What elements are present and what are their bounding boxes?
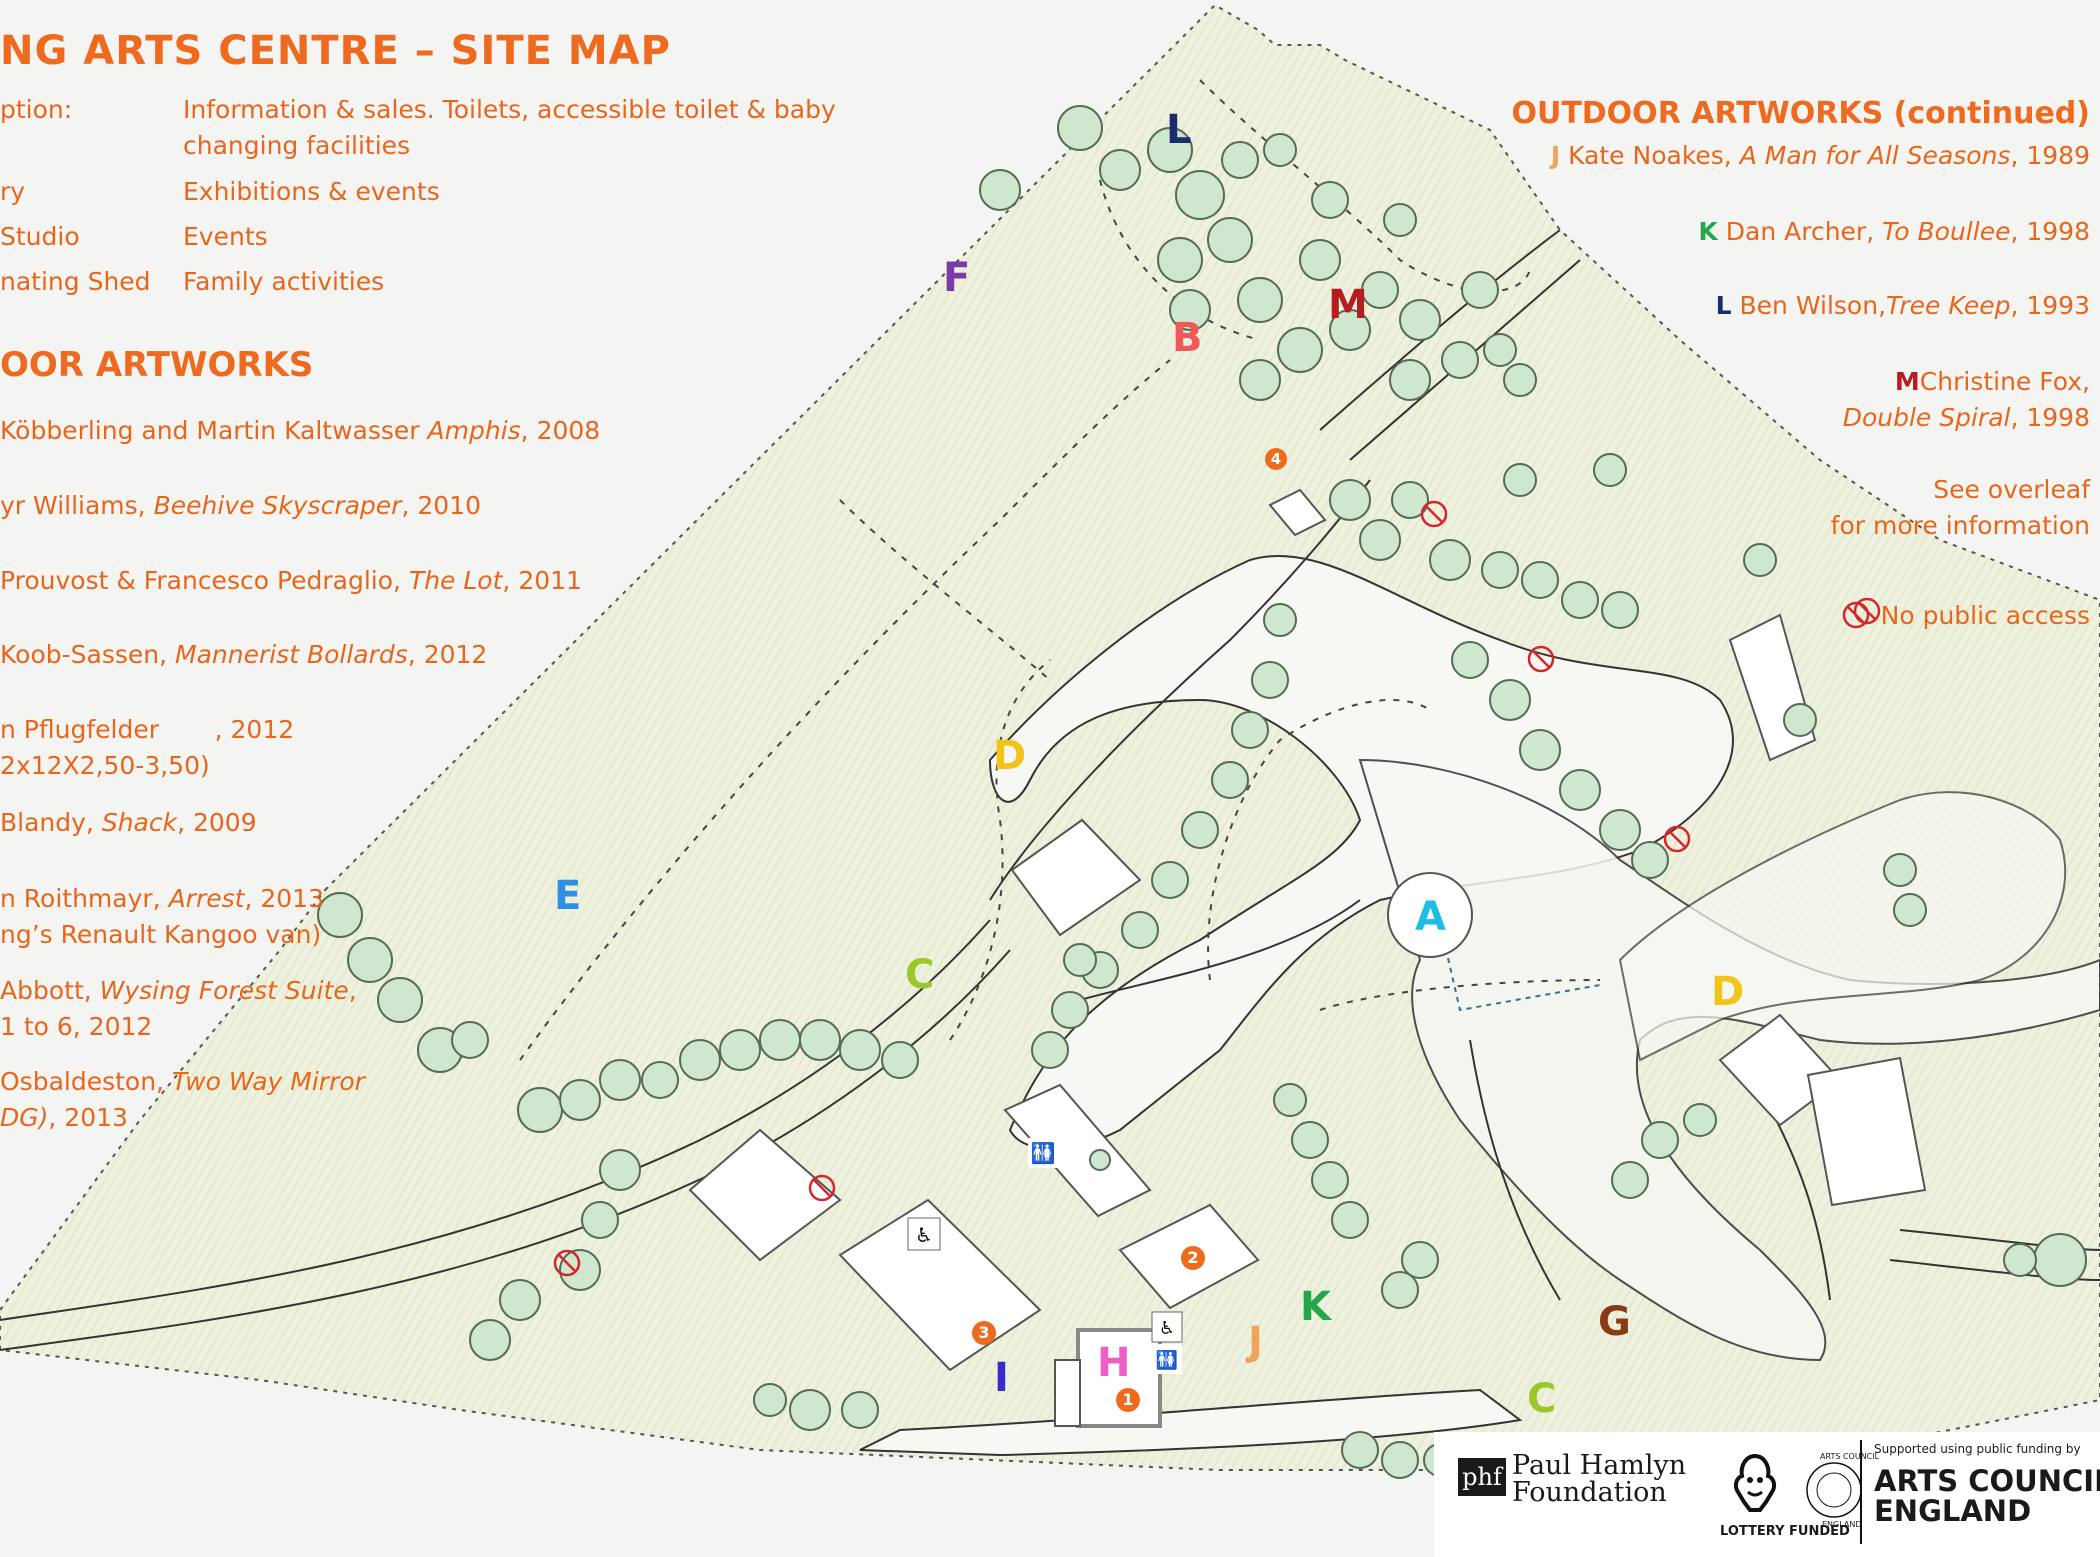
artwork-entry-line2: Double Spiral, 1998 bbox=[1842, 403, 2090, 432]
lottery-funded-label: LOTTERY FUNDED bbox=[1720, 1524, 1850, 1539]
facility-description: changing facilities bbox=[183, 131, 411, 160]
building-toilets bbox=[1003, 1083, 1152, 1218]
facility-name: ption: bbox=[0, 95, 73, 124]
lottery-hands-icon bbox=[1733, 1453, 1777, 1512]
map-label-k: K bbox=[1300, 1284, 1331, 1330]
artwork-entry: J Kate Noakes, A Man for All Seasons, 19… bbox=[1550, 141, 2090, 170]
artwork-entry: Prouvost & Francesco Pedraglio, The Lot,… bbox=[0, 566, 582, 595]
artwork-entry: n Pflugfelder , 2012 bbox=[0, 715, 295, 744]
outdoor-artworks-heading: OOR ARTWORKS bbox=[0, 345, 314, 385]
building-reception bbox=[1076, 1328, 1162, 1428]
artwork-entry: L Ben Wilson,Tree Keep, 1993 bbox=[1715, 291, 2090, 320]
map-label-m: M bbox=[1328, 282, 1368, 328]
building-marker-1: 1 bbox=[1116, 1388, 1140, 1412]
ace-support-text: Supported using public funding by bbox=[1874, 1442, 2081, 1456]
building-west bbox=[688, 1128, 842, 1262]
ace-logo-text: ARTS COUNCIL ENGLAND bbox=[1874, 1464, 2100, 1528]
artwork-a-pavilion bbox=[1387, 872, 1473, 958]
building-marker-2: 2 bbox=[1181, 1246, 1205, 1270]
reception-toilet-icon: 🚻 bbox=[1152, 1344, 1182, 1374]
facility-description: Family activities bbox=[183, 267, 385, 296]
overleaf-note: See overleaf bbox=[1933, 475, 2090, 504]
svg-text:♿: ♿ bbox=[915, 1223, 933, 1247]
map-label-h: H bbox=[1097, 1340, 1131, 1386]
artwork-entry: MChristine Fox, bbox=[1894, 367, 2090, 396]
facility-description: Events bbox=[183, 222, 268, 251]
footpaths bbox=[859, 555, 2100, 1457]
svg-text:♿: ♿ bbox=[1159, 1318, 1175, 1339]
facility-name: ry bbox=[0, 177, 26, 206]
building-small-shed bbox=[1054, 1359, 1081, 1427]
artwork-letter: L bbox=[1715, 291, 1732, 320]
facility-name: nating Shed bbox=[0, 267, 151, 296]
map-label-j: J bbox=[1248, 1319, 1263, 1365]
accessible-icon: ♿ bbox=[907, 1217, 941, 1251]
phf-logo-text: Paul Hamlyn Foundation bbox=[1512, 1450, 1687, 1508]
arts-council-ring-text: ARTS COUNCIL bbox=[1820, 1452, 1880, 1461]
artwork-entry-line2: ng’s Renault Kangoo van) bbox=[0, 920, 322, 949]
artwork-entry: K Dan Archer, To Boullee, 1998 bbox=[1698, 217, 2090, 246]
artwork-entry: Koob-Sassen, Mannerist Bollards, 2012 bbox=[0, 640, 488, 669]
arts-council-ring-text: ENGLAND bbox=[1822, 1520, 1862, 1529]
map-label-i: I bbox=[994, 1355, 1009, 1401]
building-marker-3: 3 bbox=[972, 1321, 996, 1345]
svg-text:🚻: 🚻 bbox=[1031, 1141, 1056, 1165]
phf-logo-mark: phf bbox=[1458, 1458, 1506, 1496]
artwork-entry-line2: DG), 2013 bbox=[0, 1103, 128, 1132]
artwork-letter: M bbox=[1894, 367, 1920, 396]
blue-dotted-line bbox=[1447, 957, 1601, 1012]
artwork-entry: yr Williams, Beehive Skyscraper, 2010 bbox=[0, 491, 481, 520]
artwork-letter: K bbox=[1698, 217, 1718, 246]
funder-logos: phf Paul Hamlyn Foundation LOTTERY FUNDE… bbox=[1434, 1432, 2100, 1557]
artwork-entry: Osbaldeston, Two Way Mirror bbox=[0, 1067, 365, 1096]
no-access-icon bbox=[1842, 601, 1869, 629]
map-label-c: C bbox=[905, 952, 935, 998]
reception-accessible-icon: ♿ bbox=[1151, 1311, 1183, 1343]
artwork-entry: Köbberling and Martin Kaltwasser Amphis,… bbox=[0, 416, 601, 445]
facility-description: Information & sales. Toilets, accessible… bbox=[183, 95, 836, 124]
map-label-d: D bbox=[1711, 969, 1745, 1015]
no-access-legend: No public access bbox=[1841, 598, 2090, 634]
facility-description: Exhibitions & events bbox=[183, 177, 440, 206]
artwork-letter: J bbox=[1550, 141, 1561, 170]
map-label-c: C bbox=[1527, 1376, 1557, 1422]
buildings bbox=[688, 488, 1927, 1428]
building-shed bbox=[1268, 488, 1327, 537]
dashed-paths bbox=[519, 79, 1601, 1061]
building-north bbox=[1010, 818, 1142, 937]
artwork-entry: Abbott, Wysing Forest Suite, bbox=[0, 976, 357, 1005]
toilet-icon: 🚻 bbox=[1028, 1138, 1058, 1168]
artwork-entry: Blandy, Shack, 2009 bbox=[0, 808, 257, 837]
map-label-b: B bbox=[1172, 315, 1203, 361]
map-label-g: G bbox=[1598, 1299, 1631, 1345]
map-label-l: L bbox=[1166, 107, 1192, 153]
overleaf-note: for more information bbox=[1830, 511, 2090, 540]
svg-text:🚻: 🚻 bbox=[1156, 1349, 1178, 1371]
artwork-entry-line2: 1 to 6, 2012 bbox=[0, 1012, 153, 1041]
page-title: NG ARTS CENTRE – SITE MAP bbox=[0, 28, 671, 74]
logo-divider bbox=[1860, 1440, 1862, 1544]
artwork-entry-line2: 2x12X2,50-3,50) bbox=[0, 751, 210, 780]
map-label-a: A bbox=[1415, 894, 1446, 940]
map-label-e: E bbox=[554, 873, 582, 919]
map-label-d: D bbox=[993, 733, 1027, 779]
facility-name: Studio bbox=[0, 222, 80, 251]
building-marker-4: 4 bbox=[1265, 448, 1287, 470]
artwork-entry: n Roithmayr, Arrest, 2013 bbox=[0, 884, 324, 913]
building-large-east bbox=[1806, 1056, 1927, 1207]
continued-heading: OUTDOOR ARTWORKS (continued) bbox=[1511, 96, 2090, 131]
trees bbox=[317, 105, 2087, 1479]
map-label-f: F bbox=[943, 255, 971, 301]
